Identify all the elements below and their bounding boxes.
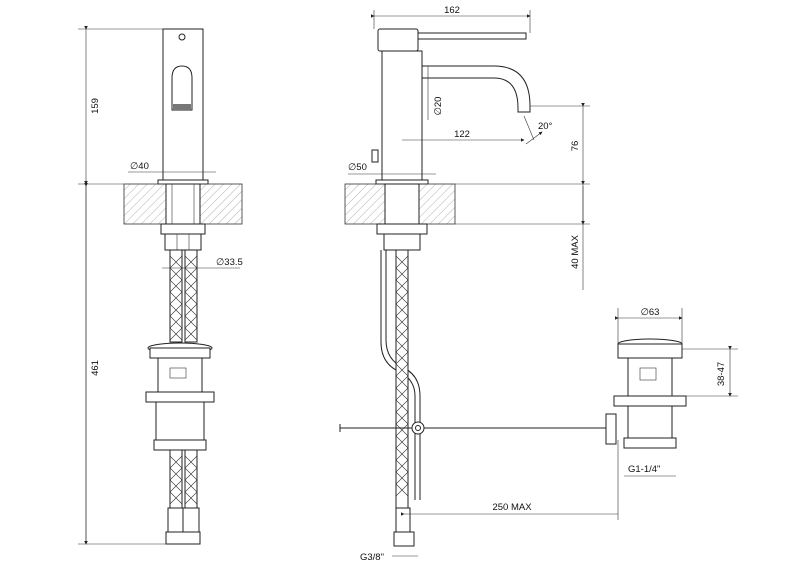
front-waste-nut (145, 391, 215, 403)
front-hoses (169, 249, 198, 343)
dim-diameter-waste: ∅63 (641, 307, 660, 318)
front-hoses-lower (165, 449, 201, 545)
front-spout-outline (171, 65, 193, 111)
dim-thread-hose: G3/8" (360, 552, 384, 563)
waste-flange (617, 343, 683, 359)
side-lever-cap (377, 28, 419, 52)
front-base (157, 179, 209, 185)
side-rod-clip (411, 421, 425, 435)
dim-height-total: 461 (90, 360, 101, 376)
dim-diameter-spout: ∅20 (433, 97, 444, 116)
front-nut (164, 233, 202, 251)
waste-rod-connector (605, 413, 617, 445)
side-hose (395, 249, 409, 509)
waste-body (627, 357, 673, 397)
side-base (375, 179, 429, 185)
side-nut-washer (376, 223, 428, 235)
front-nut-washer (160, 223, 206, 235)
front-view: 159 461 ∅40 ∅33.5 (78, 26, 243, 545)
side-rod-knob (371, 149, 379, 163)
waste-lower (627, 405, 673, 439)
front-waste-flange (149, 347, 211, 359)
front-waste-body (157, 357, 203, 393)
front-aerator (173, 104, 191, 110)
dim-width-total: 162 (444, 5, 460, 16)
dim-diameter-nut: ∅33.5 (216, 257, 243, 268)
side-body (381, 50, 423, 181)
dim-diameter-base: ∅50 (348, 162, 367, 173)
side-shank (384, 183, 420, 225)
front-waste-lower (155, 401, 205, 441)
dim-waste-range: 38-47 (716, 362, 727, 386)
waste-nut (613, 395, 687, 407)
dim-spout-height: 76 (570, 141, 581, 152)
side-lever-arm (417, 32, 527, 40)
front-lever-hole (178, 33, 186, 41)
dim-spout-reach: 122 (454, 129, 470, 140)
side-nut (383, 233, 421, 251)
front-shank (165, 183, 201, 225)
dim-height-body: 159 (90, 98, 101, 114)
side-hose-connector (393, 531, 415, 547)
waste-thread (623, 437, 677, 449)
waste-view: ∅63 38-47 G1-1/4" (605, 307, 738, 477)
dim-thickness-max: 40 MAX (570, 234, 581, 268)
front-waste-thread (153, 439, 207, 451)
dim-angle: 20° (538, 121, 553, 132)
side-spout (421, 65, 531, 113)
side-view: 162 ∅20 122 20° 76 40 MAX ∅50 250 MAX G3… (339, 5, 619, 563)
dim-thread-waste: G1-1/4" (628, 464, 660, 475)
dim-diameter-body: ∅40 (130, 161, 149, 172)
dim-rod-length: 250 MAX (492, 502, 532, 513)
